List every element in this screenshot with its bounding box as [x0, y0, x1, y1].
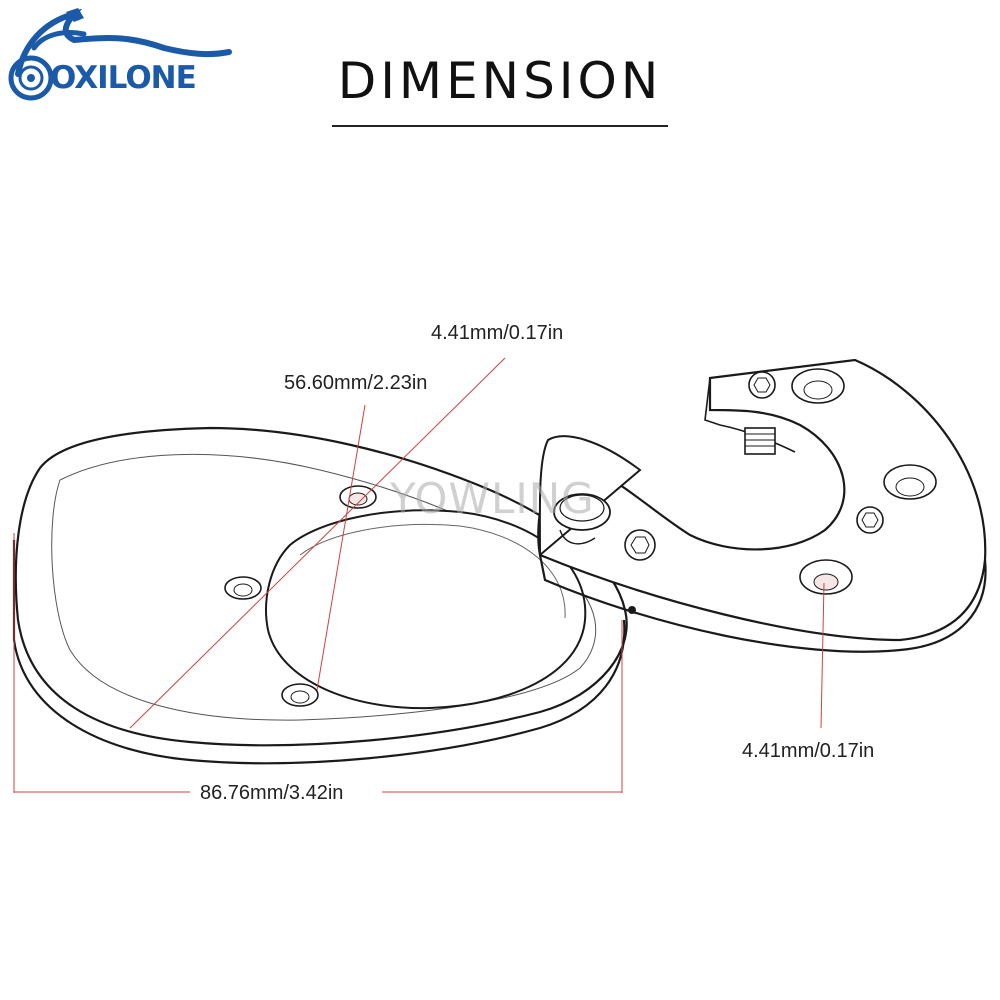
motorcycle-icon: [8, 8, 232, 101]
leader-right-hole: [820, 582, 825, 729]
logo-text: OXILONE: [50, 60, 197, 96]
watermark: YOWLING: [390, 474, 595, 523]
bracket-hole-5: [799, 559, 853, 595]
dimension-width-label: 86.76mm/3.42in: [200, 782, 344, 804]
leader-top-hole: [129, 357, 506, 729]
dimension-top-hole-label: 4.41mm/0.17in: [431, 322, 564, 344]
page-title: DIMENSION: [337, 52, 663, 110]
pivot-bolt-small: [624, 529, 656, 561]
dimension-opening-label: 56.60mm/2.23in: [284, 372, 428, 394]
pad-rim: [12, 540, 626, 765]
pad-inner-edge: [51, 453, 597, 721]
bracket-hole-1: [748, 371, 776, 399]
brand-logo: OXILONE: [4, 4, 244, 104]
pivot-bolt-large: [553, 493, 611, 531]
bracket-bolt: [744, 427, 776, 455]
bracket-hole-4: [856, 506, 884, 534]
pad-hole-bottom: [281, 683, 319, 707]
leader-opening: [316, 404, 366, 691]
dimension-right-hole-label: 4.41mm/0.17in: [742, 740, 875, 762]
pad-hole-top: [339, 485, 377, 509]
pad-center-opening: [265, 509, 587, 710]
bracket-hole-2: [791, 368, 845, 404]
title-underline: [332, 125, 668, 127]
bracket-hole-3: [883, 464, 937, 500]
pad-hole-left: [224, 576, 262, 600]
